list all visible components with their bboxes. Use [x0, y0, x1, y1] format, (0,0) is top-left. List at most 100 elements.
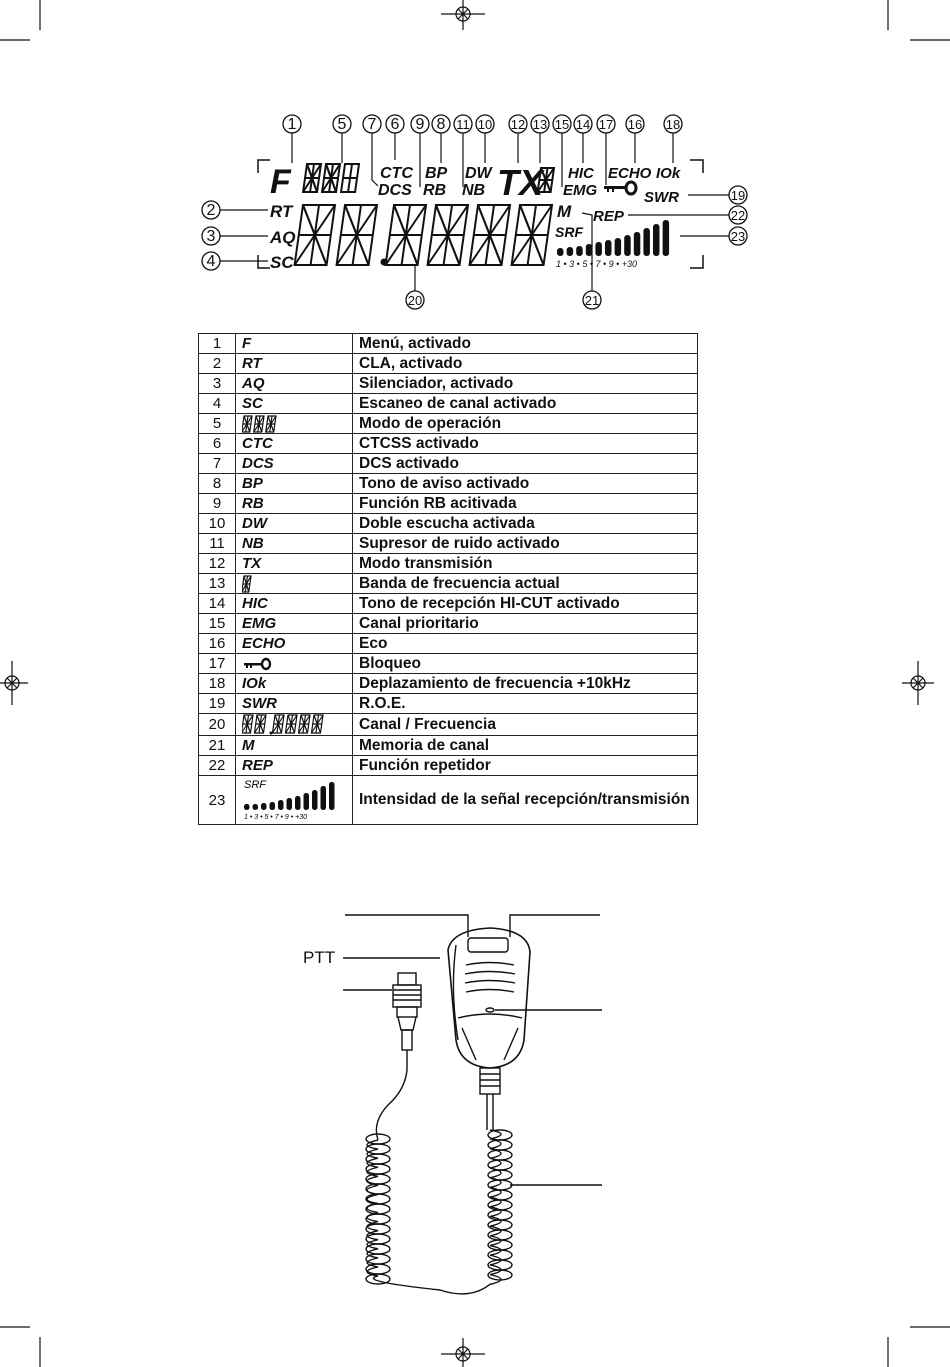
symbol-text: CTC — [242, 435, 273, 452]
svg-text:12: 12 — [511, 117, 525, 132]
lcd-band-digit — [536, 167, 556, 193]
registration-mark-left-icon — [0, 661, 28, 705]
symbol-text: ECHO — [242, 635, 286, 652]
lcd-nb-indicator: NB — [462, 182, 485, 199]
row-number: 14 — [198, 593, 236, 614]
mode-digits-icon — [241, 414, 277, 433]
symbol-text: REP — [242, 757, 273, 774]
row-number: 20 — [198, 713, 236, 736]
ptt-label: PTT — [303, 948, 336, 967]
svg-text:10: 10 — [478, 117, 492, 132]
svg-text:17: 17 — [599, 117, 613, 132]
signal-bar — [295, 796, 301, 810]
symbol-text: TX — [242, 555, 262, 572]
connector-plug — [375, 972, 422, 1141]
coil-loop — [365, 1233, 391, 1245]
row-description: DCS activado — [352, 453, 698, 474]
svg-text:23: 23 — [731, 229, 745, 244]
srf-scale: 1 • 3 • 5 • 7 • 9 • +30 — [244, 814, 307, 820]
registration-mark-top-icon — [441, 0, 485, 30]
svg-text:14: 14 — [576, 117, 590, 132]
band-digit-icon — [241, 574, 252, 593]
svg-text:19: 19 — [731, 188, 745, 203]
lcd-rep-indicator: REP — [593, 208, 625, 225]
signal-bar — [261, 803, 267, 810]
row-description: Modo transmisión — [352, 553, 698, 574]
svg-text:13: 13 — [533, 117, 547, 132]
symbol-text: IOk — [242, 675, 267, 692]
coil-loop — [487, 1219, 513, 1231]
lcd-signal-bar — [585, 244, 593, 256]
lcd-sc-indicator: SC — [270, 253, 294, 272]
lcd-signal-bar — [624, 235, 631, 256]
signal-bar — [244, 804, 250, 810]
row-symbol: RB — [235, 493, 353, 514]
row-description: Deplazamiento de frecuencia +10kHz — [352, 673, 698, 694]
svg-text:3: 3 — [207, 228, 216, 245]
lcd-srf-scale: 1 • 3 • 5 • 7 • 9 • +30 — [556, 259, 637, 269]
svg-text:11: 11 — [456, 117, 470, 132]
symbol-text: SWR — [242, 695, 277, 712]
lcd-signal-meter — [557, 220, 670, 256]
lcd-rb-indicator: RB — [423, 182, 446, 199]
symbol-text: BP — [242, 475, 263, 492]
symbol-text: AQ — [242, 375, 265, 392]
svg-text:9: 9 — [416, 116, 425, 133]
svg-text:15: 15 — [555, 117, 569, 132]
symbol-text: NB — [242, 535, 264, 552]
lcd-iok-indicator: IOk — [656, 165, 681, 182]
lcd-emg-indicator: EMG — [563, 182, 598, 199]
row-description: Modo de operación — [352, 413, 698, 434]
table-row: 19 SWR R.O.E. — [198, 693, 698, 714]
symbol-text: DW — [242, 515, 267, 532]
coil-loop — [365, 1193, 391, 1205]
lcd-signal-bar — [643, 228, 650, 256]
lcd-frequency-digits — [293, 204, 554, 266]
coil-loop — [487, 1199, 513, 1211]
symbol-text: HIC — [242, 595, 268, 612]
lcd-frame — [257, 159, 704, 269]
lcd-rt-indicator: RT — [270, 202, 294, 221]
callout-line-top-right — [509, 914, 600, 937]
lcd-srf-indicator: SRF — [555, 224, 583, 240]
lcd-dcs-indicator: DCS — [378, 182, 412, 199]
svg-text:6: 6 — [391, 116, 400, 133]
row-symbol: EMG — [235, 613, 353, 634]
signal-bar — [269, 802, 275, 810]
frequency-digits-icon — [240, 714, 324, 735]
row-number: 19 — [198, 693, 236, 714]
row-symbol: BP — [235, 473, 353, 494]
lcd-signal-bar — [662, 220, 670, 256]
lcd-f-indicator: F — [270, 163, 292, 201]
lcd-aq-indicator: AQ — [269, 228, 296, 247]
row-description: Intensidad de la señal recepción/transmi… — [352, 775, 698, 825]
symbol-text: RB — [242, 495, 264, 512]
row-description: Supresor de ruido activado — [352, 533, 698, 554]
svg-text:20: 20 — [408, 293, 422, 308]
row-description: R.O.E. — [352, 693, 698, 714]
signal-bar — [329, 782, 335, 810]
signal-bar — [286, 798, 292, 810]
lcd-bp-indicator: BP — [425, 165, 448, 182]
svg-text:21: 21 — [585, 293, 599, 308]
lcd-key-lock-icon — [604, 180, 638, 196]
registration-mark-right-icon — [902, 661, 934, 705]
row-description: Silenciador, activado — [352, 373, 698, 394]
callout-leaders — [220, 133, 729, 291]
coil-loop — [365, 1153, 391, 1165]
lcd-signal-bar — [614, 238, 622, 256]
